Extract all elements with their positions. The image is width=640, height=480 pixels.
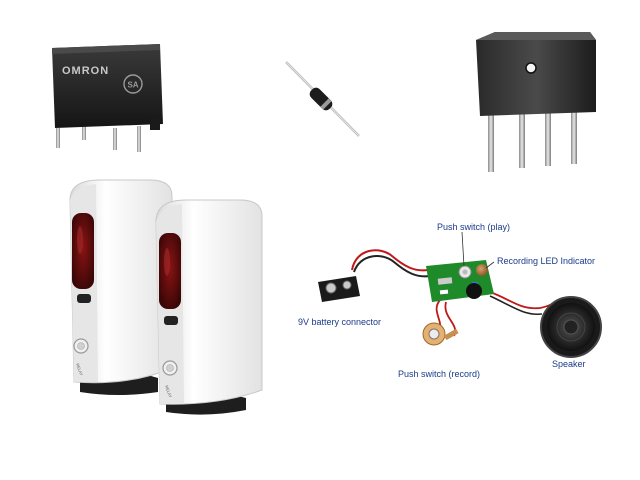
sensor-indicator-slot — [77, 294, 91, 303]
relay-certification-mark — [123, 74, 143, 94]
relay-body — [52, 44, 163, 128]
relay-component: OMRON SA — [52, 44, 163, 152]
recording-led — [476, 264, 488, 276]
sensor-lens — [72, 213, 94, 289]
label-battery-connector: 9V battery connector — [298, 317, 381, 327]
rectifier-mounting-hole — [525, 62, 537, 74]
sensor-indicator-slot — [164, 316, 178, 325]
relay-pin — [113, 128, 117, 150]
relay-pin — [137, 126, 141, 152]
relay-brand-label: OMRON — [62, 65, 109, 77]
sensor-lens — [159, 233, 181, 309]
diode-component — [285, 61, 360, 137]
battery-connector — [318, 276, 360, 302]
rectifier-pin — [545, 110, 551, 166]
recording-circuit: Push switch (play) Recording LED Indicat… — [298, 222, 602, 379]
label-push-switch-play: Push switch (play) — [437, 222, 510, 232]
sensor-button-label: RELAY — [164, 385, 173, 399]
sensor-button-label: RELAY — [75, 363, 84, 377]
battery-wire-black — [353, 255, 431, 278]
leader-line — [485, 261, 495, 269]
battery-wire-red — [351, 249, 429, 272]
relay-pin — [82, 126, 86, 140]
sensor-unit-right: RELAY — [155, 199, 263, 415]
rectifier-pin — [571, 110, 577, 164]
battery-snap — [325, 282, 337, 294]
sensor-unit-left: RELAY — [69, 179, 173, 395]
speaker-wire-black — [489, 295, 543, 316]
rectifier-body — [476, 32, 596, 116]
battery-snap — [342, 280, 352, 290]
microphone — [466, 283, 482, 299]
rectifier-pin — [519, 110, 525, 168]
rectifier-pin — [488, 110, 494, 172]
relay-mark-label: SA — [127, 81, 138, 90]
label-push-switch-record: Push switch (record) — [398, 369, 480, 379]
label-recording-led: Recording LED Indicator — [497, 256, 595, 266]
relay-pin — [56, 128, 60, 148]
bridge-rectifier-component — [476, 32, 596, 172]
label-speaker: Speaker — [552, 359, 586, 369]
diode-cathode-band — [320, 98, 332, 110]
leader-line — [461, 231, 465, 267]
